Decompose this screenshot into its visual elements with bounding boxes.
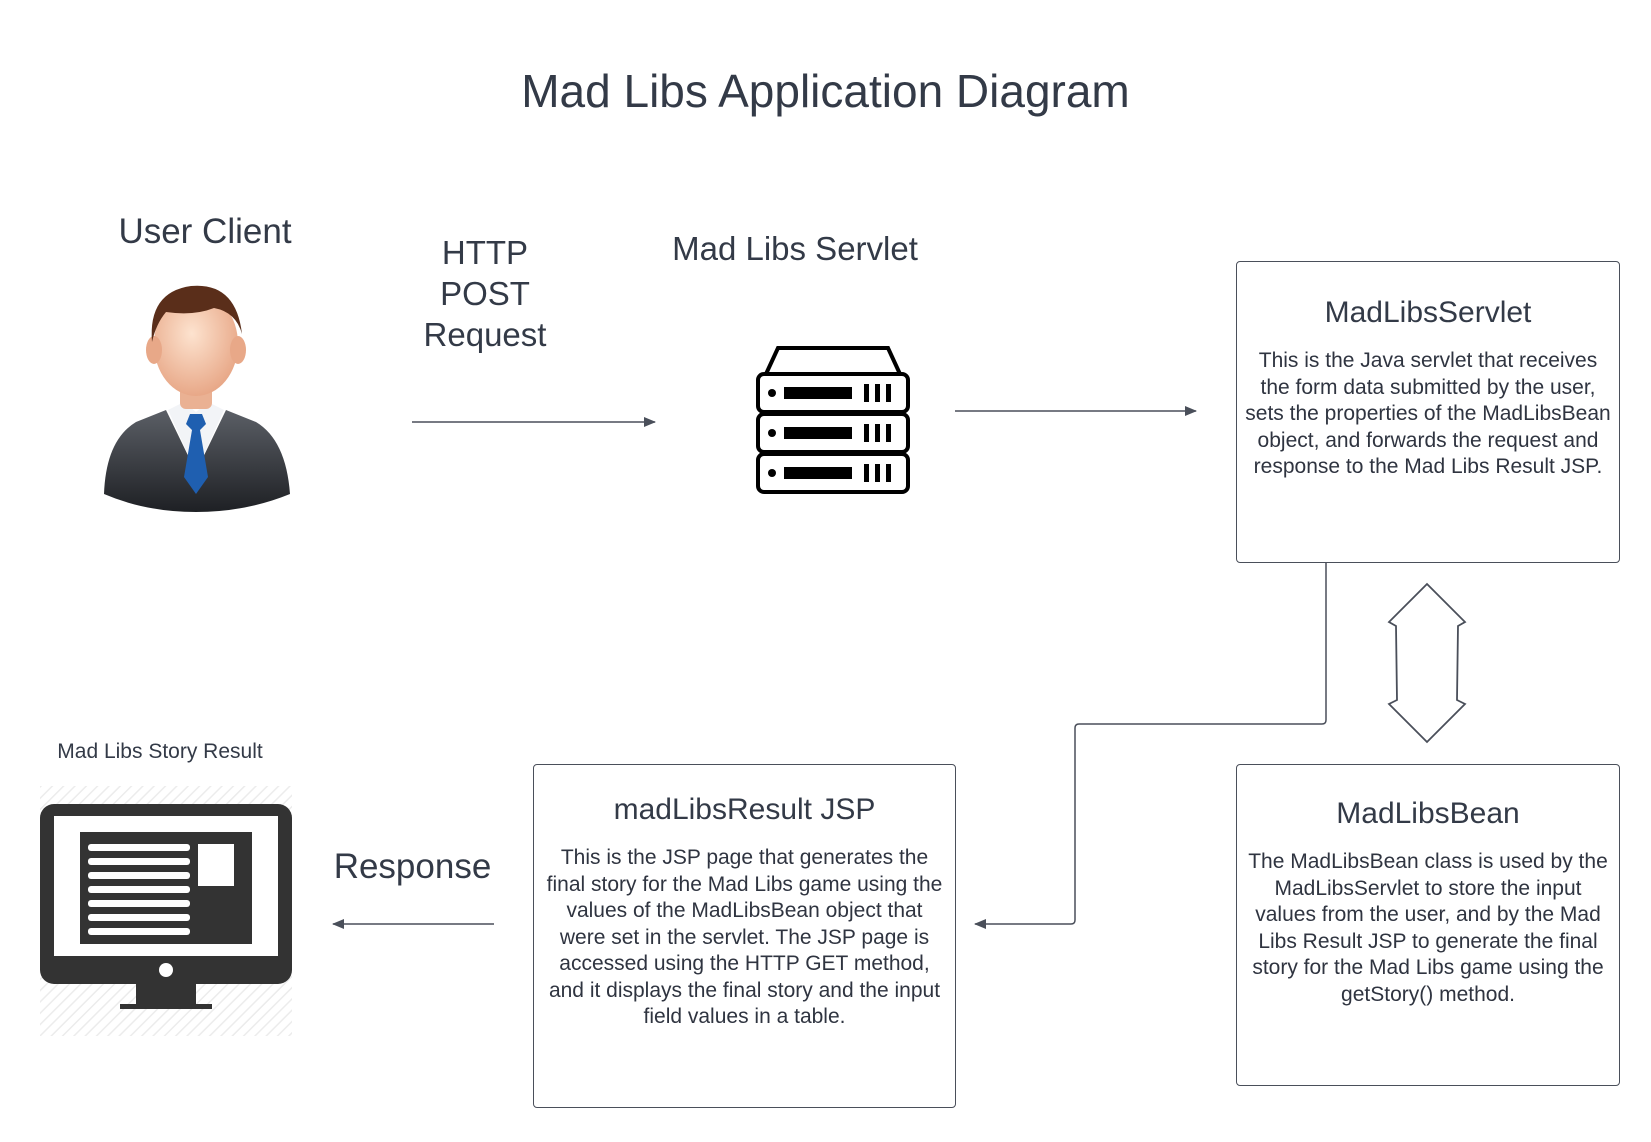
request-label-line: Request <box>423 316 547 353</box>
request-label-line: POST <box>440 275 530 312</box>
request-label: HTTP POST Request <box>405 232 565 355</box>
monitor-document-icon <box>40 786 292 1036</box>
user-client-label: User Client <box>118 212 292 251</box>
diagram-title: Mad Libs Application Diagram <box>521 65 1130 117</box>
jsp-box-title: madLibsResult JSP <box>613 793 876 826</box>
server-icon <box>756 346 910 494</box>
servlet-box-title: MadLibsServlet <box>1324 296 1532 329</box>
bean-box: MadLibsBean The MadLibsBean class is use… <box>1236 764 1620 1086</box>
jsp-box: madLibsResult JSP This is the JSP page t… <box>533 764 956 1108</box>
servlet-box-text: This is the Java servlet that receives t… <box>1245 349 1611 478</box>
bidirectional-arrow <box>1387 582 1467 744</box>
bean-box-text: The MadLibsBean class is used by the Mad… <box>1248 850 1608 1006</box>
servlet-node-label: Mad Libs Servlet <box>672 230 918 267</box>
bean-box-title: MadLibsBean <box>1336 797 1520 830</box>
response-label: Response <box>333 847 492 886</box>
servlet-to-jsp-connector <box>974 562 1327 929</box>
servlet-box: MadLibsServlet This is the Java servlet … <box>1236 261 1620 563</box>
jsp-box-text: This is the JSP page that generates the … <box>546 846 943 1028</box>
request-label-line: HTTP <box>441 234 529 271</box>
businessman-icon <box>104 285 290 512</box>
result-node-label: Mad Libs Story Result <box>57 740 263 763</box>
